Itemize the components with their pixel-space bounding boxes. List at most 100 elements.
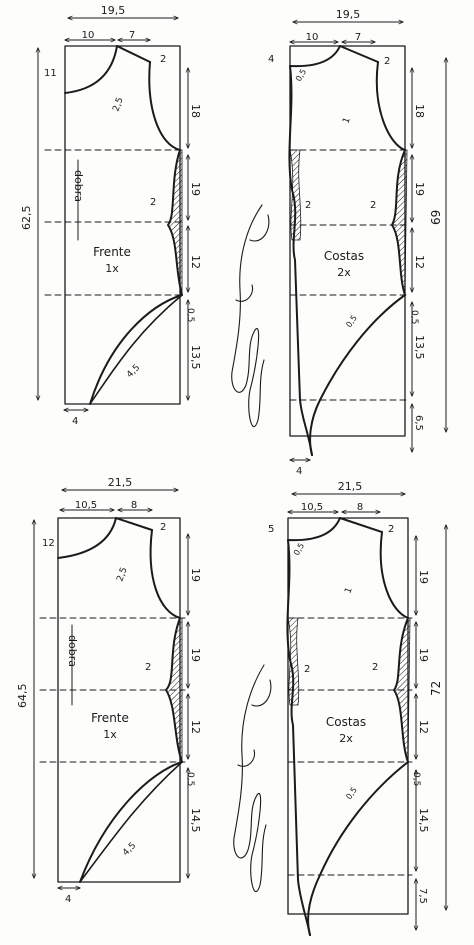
back-bottom-center-hatch [287, 617, 300, 706]
back-top-hem-curve [309, 294, 406, 456]
back-top-neck-depth-label: 4 [268, 54, 274, 65]
back-top-center-hatch [289, 149, 302, 241]
back-top-neckline [289, 45, 341, 68]
front-top-hem-curve [89, 294, 183, 405]
pattern-front-top: 19,5 10 7 2 11 2,5 18 19 12 2 0,5 13,5 4… [20, 4, 202, 427]
front-bottom-hip-label: 12 [189, 720, 202, 734]
signature-top [231, 204, 270, 428]
front-top-shoulder-drop-label: 2 [160, 54, 166, 65]
front-top-slit-label: 0,5 [185, 308, 195, 322]
pattern-front-bottom: 21,5 10,5 8 2 12 2,5 19 19 12 2 0,5 14,5… [16, 476, 202, 905]
front-bottom-lower-label: 14,5 [189, 808, 202, 833]
front-bottom-dart-label: 2 [145, 662, 151, 673]
back-top-center-seam [288, 65, 313, 456]
back-top-ext-label: 6,5 [413, 415, 424, 431]
front-bottom-fold-label: dobra [66, 635, 79, 667]
front-top-neckline [64, 45, 118, 94]
back-bottom-shoulder-label: 8 [357, 502, 363, 513]
back-bottom-width-label: 21,5 [338, 480, 363, 493]
back-bottom-vent-label: 0,5 [344, 786, 359, 802]
front-bottom-neck-depth-label: 12 [42, 538, 55, 549]
back-bottom-waist-label: 19 [417, 648, 430, 662]
front-top-total-label: 62,5 [20, 206, 33, 231]
pattern-back-bottom: 21,5 10,5 8 2 5 0,5 1 19 19 12 2 2 0,5 0… [268, 480, 446, 936]
back-bottom-hip-label: 12 [417, 720, 430, 734]
front-top-shoulder-label: 7 [129, 30, 135, 41]
front-bottom-neckline [57, 517, 117, 559]
front-top-fold-label: dobra [72, 170, 85, 202]
back-bottom-piece-name: Costas [326, 715, 366, 729]
front-bottom-shoulder [115, 517, 153, 531]
back-top-neck-curve-label: 0,5 [294, 67, 308, 83]
front-bottom-piece-name: Frente [91, 711, 129, 725]
back-bottom-neckline [287, 517, 341, 542]
front-top-hem-label: 4 [72, 416, 78, 427]
back-bottom-shoulder [339, 517, 383, 533]
back-top-armhole-label: 18 [413, 104, 426, 118]
back-top-armhole [375, 61, 406, 151]
back-bottom-center-seam [286, 539, 311, 936]
back-bottom-ext-label: 7,5 [417, 888, 428, 904]
back-top-shoulder-label: 7 [355, 32, 361, 43]
back-bottom-neck-curve-label: 0,5 [292, 541, 306, 557]
back-bottom-lower-label: 14,5 [417, 808, 430, 833]
back-top-center-dart-label: 2 [305, 200, 311, 211]
back-top-shoulder [339, 45, 379, 63]
front-bottom-waist-label: 19 [189, 648, 202, 662]
back-top-total-label: 69 [429, 210, 443, 225]
front-bottom-slit-label: 0,5 [185, 772, 195, 786]
back-bottom-curve-label: 1 [343, 586, 354, 595]
back-top-lower-label: 13,5 [413, 335, 426, 360]
front-top-neck-label: 10 [82, 30, 95, 41]
back-top-neck-label: 10 [306, 32, 319, 43]
back-top-slit-label: 0,5 [409, 310, 419, 324]
back-bottom-hem-curve [307, 761, 409, 936]
back-bottom-slit-label: 0,5 [411, 772, 421, 786]
signature-mark [231, 204, 272, 893]
back-top-outline [289, 45, 406, 437]
front-top-waist-label: 19 [189, 182, 202, 196]
back-bottom-dart-label: 2 [372, 662, 378, 673]
front-top-piece-name: Frente [93, 245, 131, 259]
front-top-armhole-label: 18 [189, 104, 202, 118]
front-top-armhole [148, 61, 181, 151]
back-bottom-total-label: 72 [429, 681, 443, 696]
back-bottom-shoulder-drop-label: 2 [388, 524, 394, 535]
back-top-vent-label: 0,5 [344, 314, 359, 330]
back-bottom-armhole-label: 19 [417, 570, 430, 584]
back-top-hem-label: 4 [296, 466, 302, 477]
back-top-waist-label: 19 [413, 182, 426, 196]
back-bottom-neck-depth-label: 5 [268, 524, 274, 535]
front-top-inner-curve [89, 294, 183, 405]
front-bottom-shoulder-label: 8 [131, 500, 137, 511]
back-top-hip-label: 12 [413, 255, 426, 269]
front-top-cut-label: 4,5 [125, 363, 142, 380]
pattern-back-top: 19,5 10 7 2 4 0,5 1 18 19 12 2 2 0,5 0,5… [268, 8, 446, 477]
front-bottom-cut-label: 4,5 [121, 841, 138, 858]
back-top-dart-label: 2 [370, 200, 376, 211]
front-top-shoulder [116, 45, 151, 63]
back-bottom-armhole [379, 531, 409, 619]
front-bottom-inner-curve [79, 761, 183, 883]
back-bottom-center-dart-label: 2 [304, 664, 310, 675]
front-bottom-total-label: 64,5 [16, 684, 29, 709]
back-top-piece-name: Costas [324, 249, 364, 263]
front-bottom-neck-label: 10,5 [75, 500, 97, 511]
front-top-hip-label: 12 [189, 255, 202, 269]
back-bottom-piece-count: 2x [339, 732, 353, 745]
front-bottom-hem-curve [79, 761, 183, 883]
back-top-curve-label: 1 [341, 116, 352, 125]
front-bottom-piece-count: 1x [103, 728, 117, 741]
front-bottom-hem-label: 4 [65, 894, 71, 905]
signature-bottom [233, 664, 272, 893]
front-bottom-armhole-label: 19 [189, 568, 202, 582]
front-bottom-curve-label: 2,5 [115, 566, 129, 583]
front-bottom-shoulder-drop-label: 2 [160, 522, 166, 533]
front-top-neck-depth-label: 11 [44, 68, 57, 79]
back-top-shoulder-drop-label: 2 [384, 56, 390, 67]
front-top-width-label: 19,5 [101, 4, 126, 17]
back-top-dart-hatch [391, 149, 408, 296]
front-top-curve-label: 2,5 [111, 96, 125, 113]
front-bottom-armhole [149, 529, 181, 619]
